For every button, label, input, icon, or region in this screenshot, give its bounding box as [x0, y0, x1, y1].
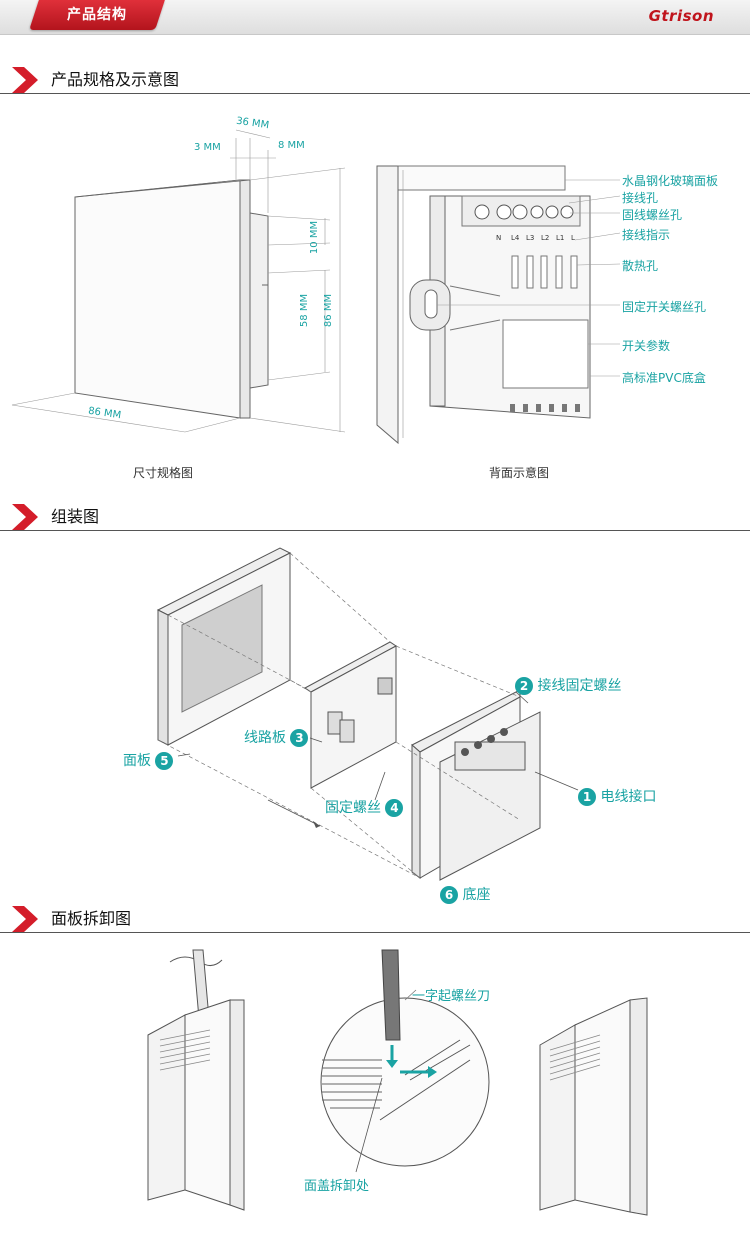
- callout-mount-screw-hole: 固定开关螺丝孔: [622, 300, 707, 314]
- part-name: 面板: [123, 753, 151, 769]
- terminal-label: L3: [526, 234, 535, 242]
- part-number-badge: 6: [440, 886, 458, 904]
- terminal-label: L4: [511, 234, 520, 242]
- header-tab-label: 产品结构: [67, 7, 127, 23]
- part-number-badge: 5: [155, 752, 174, 770]
- dimension-diagram: [11, 129, 621, 445]
- caption-back-view: 背面示意图: [489, 466, 550, 480]
- section-header-assembly: 组装图: [0, 500, 750, 531]
- part-name: 底座: [462, 887, 491, 903]
- callout-glass-panel: 水晶钢化玻璃面板: [622, 174, 719, 188]
- terminal-label: L1: [556, 234, 565, 242]
- callout-pvc-box: 高标准PVC底盒: [622, 371, 706, 385]
- part-name: 电线接口: [600, 789, 657, 805]
- section-title-assembly: 组装图: [51, 507, 100, 526]
- section-header-removal: 面板拆卸图: [0, 902, 750, 933]
- part-label-6: 6 底座: [440, 884, 490, 904]
- dim-3mm: 3 MM: [194, 142, 221, 153]
- part-label-3: 线路板 3: [244, 727, 309, 747]
- section-arrow-icon: [12, 504, 38, 530]
- part-label-1: 1 电线接口: [578, 786, 656, 806]
- top-bar: 产品结构 Gtrison: [0, 0, 750, 35]
- terminal-label: N: [496, 234, 502, 242]
- part-label-2: 2 接线固定螺丝: [515, 675, 621, 695]
- label-screwdriver: 一字起螺丝刀: [412, 989, 491, 1004]
- section-title-spec: 产品规格及示意图: [51, 70, 180, 89]
- callout-wiring-indicator: 接线指示: [622, 228, 671, 242]
- assembly-diagram: [156, 547, 579, 881]
- callout-vents: 散热孔: [622, 259, 659, 273]
- dim-8mm: 8 MM: [278, 140, 305, 151]
- callout-screw-hole: 固线螺丝孔: [622, 208, 683, 222]
- terminal-label: L2: [541, 234, 550, 242]
- part-number-badge: 4: [385, 799, 404, 817]
- section-arrow-icon: [12, 67, 38, 93]
- part-number-badge: 3: [290, 729, 309, 747]
- caption-dimension: 尺寸规格图: [133, 466, 194, 480]
- label-pry-point: 面盖拆卸处: [304, 1179, 370, 1194]
- terminal-labels: N L4 L3 L2 L1 L: [496, 234, 586, 242]
- callout-wiring-hole: 接线孔: [622, 191, 659, 205]
- section-arrow-icon: [12, 906, 38, 932]
- part-number-badge: 1: [578, 788, 596, 806]
- section-header-spec: 产品规格及示意图: [0, 63, 750, 94]
- part-label-5: 面板 5: [123, 750, 174, 770]
- part-label-4: 固定螺丝 4: [325, 797, 404, 817]
- terminal-label: L: [571, 234, 575, 242]
- part-name: 固定螺丝: [325, 800, 381, 816]
- part-name: 线路板: [244, 730, 286, 746]
- section-title-removal: 面板拆卸图: [51, 909, 132, 928]
- callout-switch-params: 开关参数: [622, 339, 671, 353]
- part-name: 接线固定螺丝: [537, 678, 622, 694]
- terminal-block: [461, 195, 581, 227]
- brand-logo: Gtrison: [648, 7, 714, 25]
- part-number-badge: 2: [515, 677, 533, 695]
